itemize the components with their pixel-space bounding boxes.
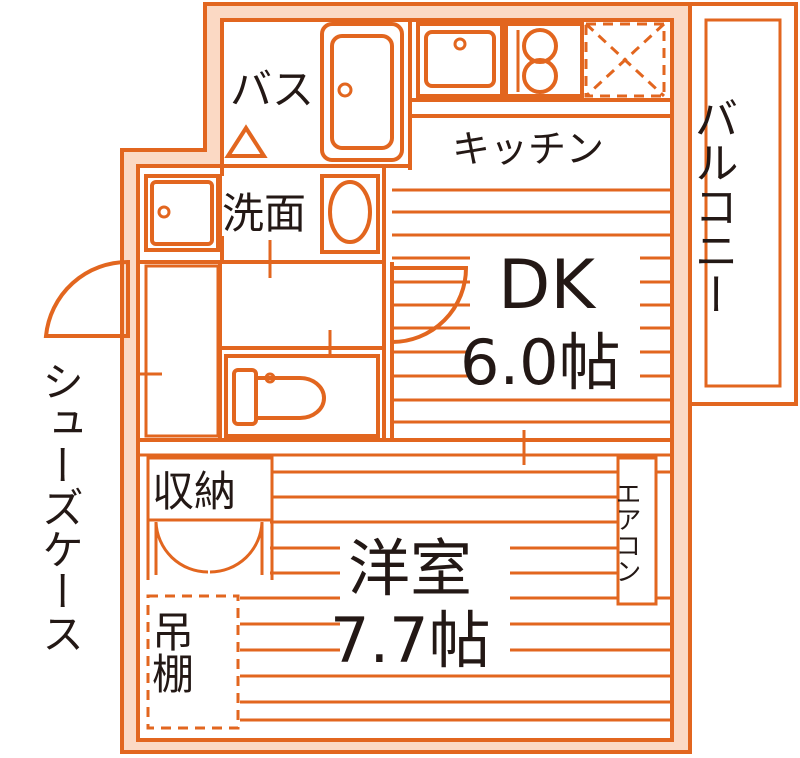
kitchen-label: キッチン — [452, 127, 604, 171]
hanging-shelf-box — [146, 594, 240, 730]
washing-machine-inner — [150, 180, 214, 246]
toilet-bowl — [254, 376, 326, 420]
sink-drain — [453, 37, 467, 51]
aircon-box — [616, 456, 658, 606]
dk-name-label: DK — [498, 246, 597, 325]
balcony-area — [688, 2, 798, 406]
closet-door-left — [154, 521, 209, 574]
toilet-tank — [232, 368, 258, 426]
entrance-door — [43, 259, 130, 338]
storage-box — [146, 456, 274, 522]
dk-door — [391, 266, 469, 344]
bathtub-drain — [337, 82, 353, 98]
refrigerator-space — [584, 22, 666, 98]
dk-size-label: 6.0帖 — [460, 326, 621, 399]
storage-label: 収納 — [152, 467, 236, 516]
stove-burner-bottom — [522, 58, 558, 94]
western-name-label: 洋室 — [348, 532, 472, 605]
bath-label: バス — [230, 65, 314, 114]
kitchen-sink-bowl — [424, 30, 496, 88]
shoe-case-label: シューズケース — [36, 360, 85, 654]
bathtub-inner — [330, 34, 394, 150]
washroom-label: 洗面 — [222, 189, 306, 238]
washer-drain — [157, 205, 171, 219]
shoe-case-box — [144, 264, 220, 438]
bath-door-marker — [224, 124, 268, 158]
toilet-handle — [264, 372, 276, 384]
balcony-label: バルコニー — [687, 96, 738, 316]
balcony-inner — [704, 18, 782, 388]
washbasin-bowl — [328, 180, 372, 244]
western-size-label: 7.7帖 — [330, 604, 491, 677]
aircon-label: エアコン — [611, 480, 641, 584]
hanging-shelf-label: 吊棚 — [146, 610, 195, 694]
closet-door-right — [209, 521, 264, 574]
